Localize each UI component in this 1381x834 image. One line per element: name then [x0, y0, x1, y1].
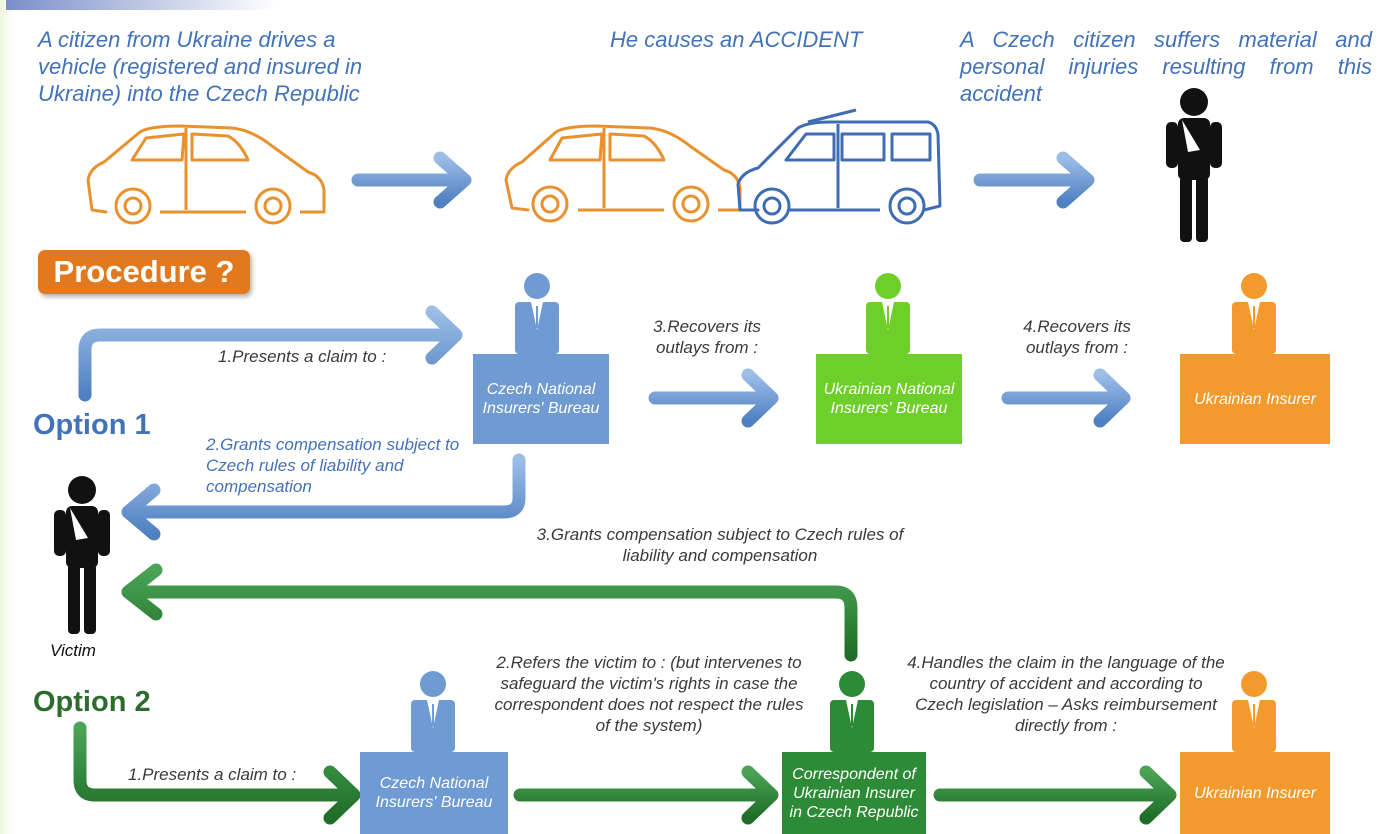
- car-icon: [86, 124, 326, 225]
- correspondent-box: Correspondent of Ukrainian Insurer in Cz…: [782, 752, 926, 834]
- option2-step4-text: 4.Handles the claim in the language of t…: [907, 653, 1225, 735]
- person-ukrainian-insurer-icon: [1232, 273, 1276, 354]
- option1-step1-text: 1.Presents a claim to :: [218, 347, 387, 366]
- option1-step4-text: 4.Recovers its outlays from :: [1023, 317, 1131, 357]
- ukrainian-bureau-box: Ukrainian National Insurers' Bureau: [816, 354, 962, 444]
- person-czech-bureau-icon: [515, 273, 559, 354]
- person-czech-bureau-icon: [411, 671, 455, 752]
- option2-step1-text: 1.Presents a claim to :: [128, 765, 297, 784]
- header-middle-text: He causes an ACCIDENT: [610, 27, 863, 52]
- czech-bureau-box: Czech National Insurers' Bureau: [473, 354, 609, 444]
- arrow-right-icon: [1001, 368, 1131, 428]
- left-background-strip: [0, 0, 14, 834]
- injured-person-icon: [1166, 88, 1222, 242]
- arrow-right-icon: [933, 765, 1177, 825]
- czech-bureau-box: Czech National Insurers' Bureau: [360, 752, 508, 834]
- option1-label: Option 1: [33, 409, 151, 441]
- person-correspondent-icon: [830, 671, 874, 752]
- arrow-right-icon: [648, 368, 779, 428]
- arrow-option1-claim: [78, 305, 463, 402]
- top-accent-bar: [6, 0, 276, 10]
- ukrainian-insurer-box: Ukrainian Insurer: [1180, 354, 1330, 444]
- arrow-option2-compensation: [121, 563, 858, 662]
- arrow-option1-compensation: [121, 453, 526, 541]
- arrow-right-icon: [351, 151, 472, 209]
- procedure-label: Procedure ?: [38, 250, 250, 294]
- victim-person-icon: [54, 476, 110, 634]
- option1-step3-text: 3.Recovers its outlays from :: [653, 317, 761, 357]
- arrow-right-icon: [513, 765, 779, 825]
- person-ukrainian-bureau-icon: [866, 273, 910, 354]
- arrow-option2-claim: [73, 721, 361, 825]
- option2-label: Option 2: [33, 686, 151, 718]
- option2-step3-text: 3.Grants compensation subject to Czech r…: [536, 525, 904, 565]
- option2-step2-text: 2.Refers the victim to : (but intervenes…: [494, 653, 804, 735]
- option1-step2-text: 2.Grants compensation subject to Czech r…: [206, 435, 460, 496]
- arrow-right-icon: [973, 151, 1095, 209]
- van-icon: [736, 108, 942, 225]
- person-ukrainian-insurer-icon: [1232, 671, 1276, 752]
- ukrainian-insurer-box: Ukrainian Insurer: [1180, 752, 1330, 834]
- header-left-text: A citizen from Ukraine drives a vehicle …: [38, 27, 363, 106]
- victim-label: Victim: [50, 641, 96, 660]
- car-icon: [504, 124, 742, 223]
- header-right-text: A Czech citizen suffers material and per…: [960, 27, 1372, 106]
